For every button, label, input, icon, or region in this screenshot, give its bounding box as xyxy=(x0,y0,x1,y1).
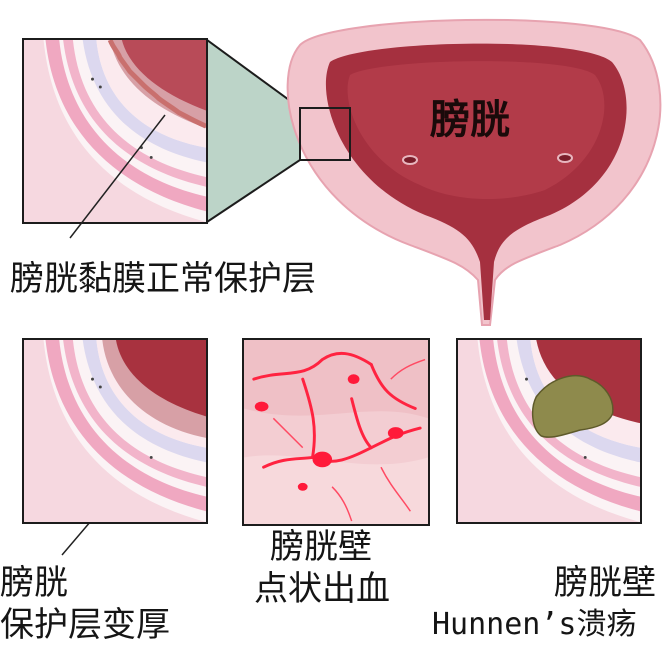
label-petechial-line2: 点状出血 xyxy=(254,572,390,606)
panel-thickened-layer xyxy=(22,338,208,524)
panel-normal-layer xyxy=(22,38,208,224)
ureter-opening-right xyxy=(558,154,572,162)
label-thickened-line1: 膀胱 xyxy=(0,566,68,600)
label-thickened-line2: 保护层变厚 xyxy=(0,608,170,642)
thickened-layer-illustration xyxy=(24,340,206,522)
label-ulcer-line2: Hunnen’s溃疡 xyxy=(432,610,637,640)
bladder-title: 膀胱 xyxy=(430,100,510,140)
panel-hunners-ulcer xyxy=(456,338,642,524)
label-petechial-line1: 膀胱壁 xyxy=(270,530,372,564)
panel-petechial-hemorrhage xyxy=(242,338,430,526)
hemorrhage-illustration xyxy=(244,340,428,524)
ulcer-illustration xyxy=(458,340,640,522)
zoom-connector xyxy=(207,40,300,222)
label-normal-layer: 膀胱黏膜正常保护层 xyxy=(10,262,316,296)
label-ulcer-line1: 膀胱壁 xyxy=(554,566,656,600)
ureter-opening-left xyxy=(403,156,417,164)
normal-layer-illustration xyxy=(24,40,206,222)
